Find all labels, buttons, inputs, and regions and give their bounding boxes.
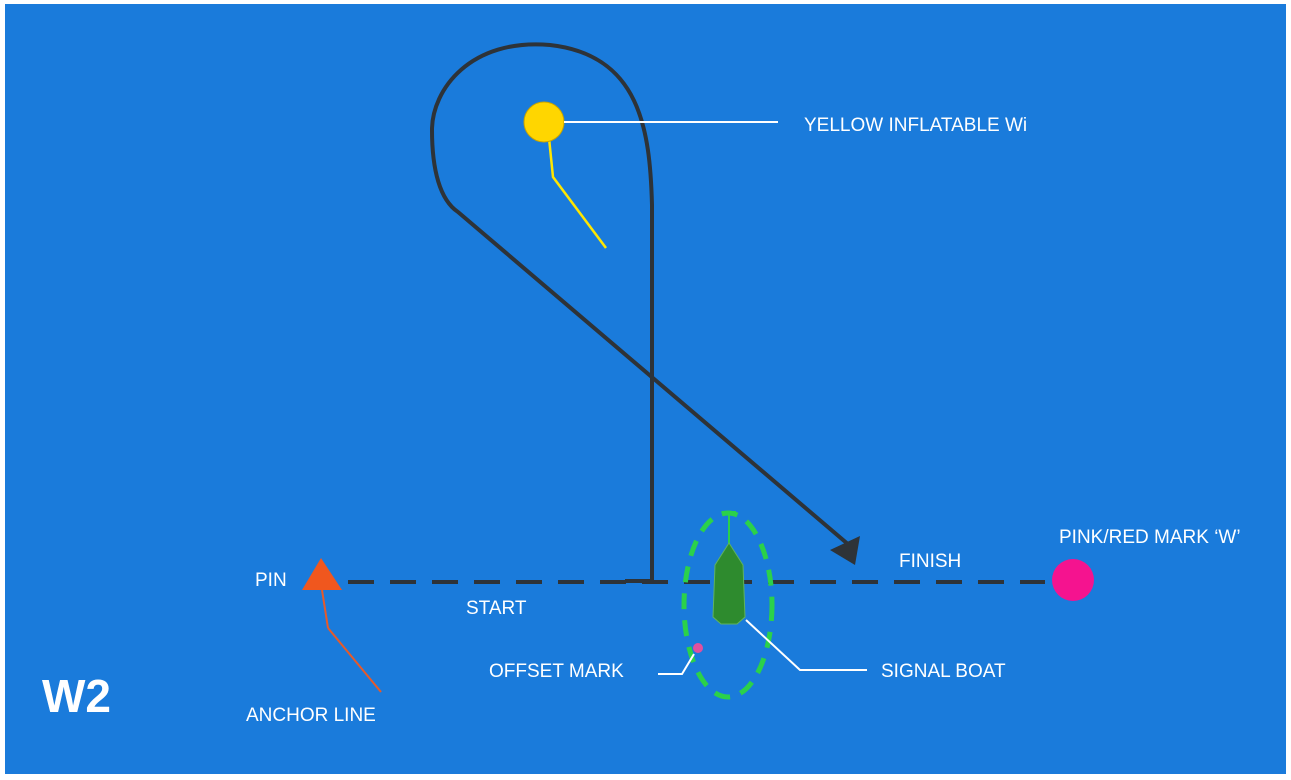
windward-mark-tether	[547, 137, 608, 249]
course-arrowhead	[830, 536, 860, 565]
anchor-line-label: ANCHOR LINE	[246, 705, 376, 726]
offset-mark	[693, 643, 703, 653]
course-path	[430, 42, 851, 583]
offset-mark-leader	[658, 653, 695, 675]
signal-boat-leader	[745, 619, 867, 671]
course-id: W2	[42, 670, 111, 722]
signal-boat	[712, 542, 746, 625]
offset-mark-label: OFFSET MARK	[489, 661, 624, 682]
anchor-line-segment-b	[327, 627, 382, 693]
yellow-windward-mark	[523, 101, 565, 143]
pin-mark	[302, 558, 342, 590]
signal-boat-label: SIGNAL BOAT	[881, 661, 1006, 682]
water-background	[5, 4, 1286, 774]
anchor-line-segment-a	[321, 589, 329, 629]
finish-mark-label: PINK/RED MARK ‘W’	[1059, 527, 1241, 548]
finish-label: FINISH	[899, 551, 961, 572]
pink-red-finish-mark	[1052, 559, 1094, 601]
pin-label: PIN	[255, 570, 287, 591]
start-label: START	[466, 598, 527, 619]
windward-mark-label: YELLOW INFLATABLE Wi	[804, 115, 1027, 136]
